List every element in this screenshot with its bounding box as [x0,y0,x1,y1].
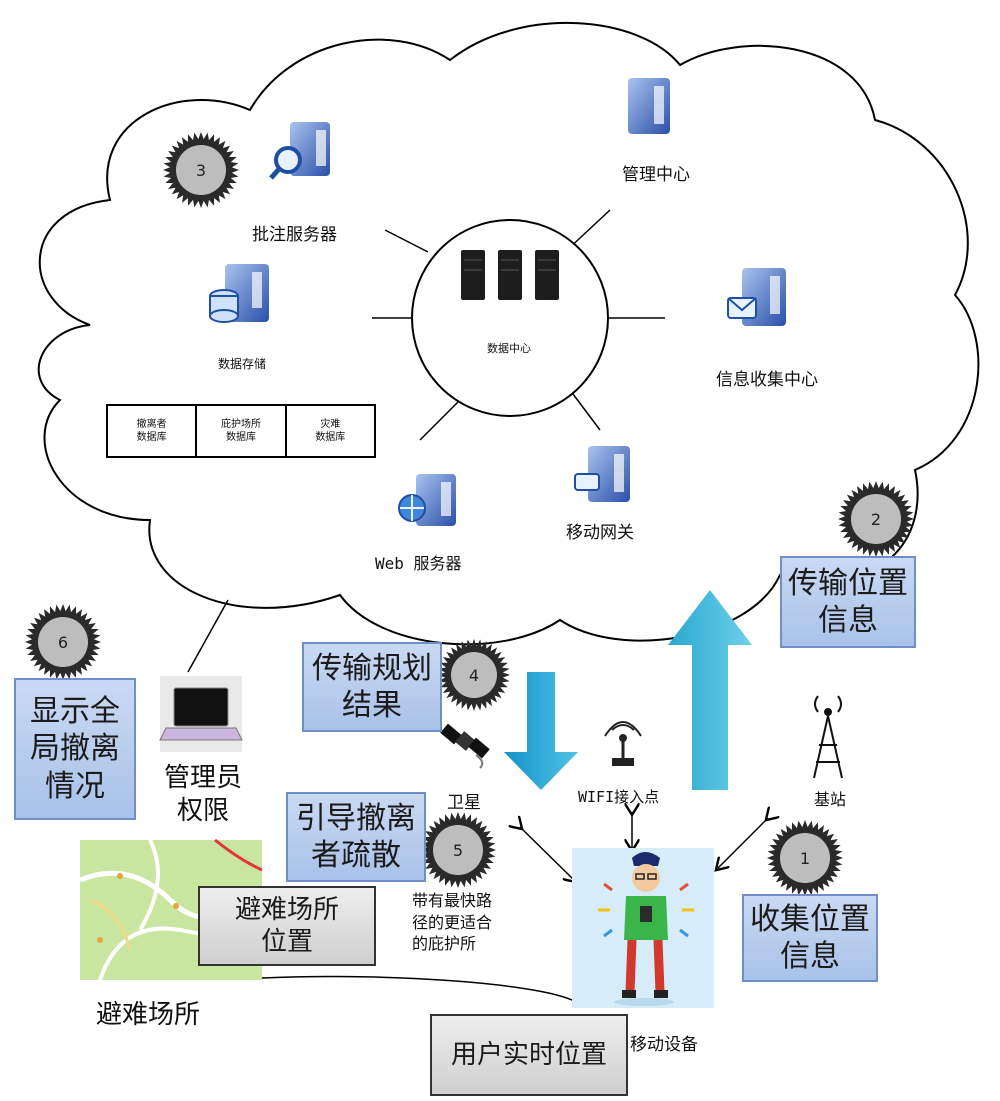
step-number-6: 6 [58,633,68,652]
guide-evacuation-box: 引导撤离 者疏散 [286,792,426,882]
step-badge-inner-2 [851,494,901,544]
info-collection-center-label: 信息收集中心 [716,370,818,390]
mobile-gateway-server-icon [574,446,630,502]
wifi-ap-icon [604,721,642,766]
annotation-server-label: 批注服务器 [252,225,337,245]
step-number-2: 2 [871,510,881,529]
cell-tower-icon [813,695,843,779]
disaster-database-cell: 灾难 数据库 [315,419,346,443]
server-rack-icon [461,250,559,300]
admin-permission-label: 管理员 权限 [164,763,243,826]
show-global-evacuation-box: 显示全 局撤离 情况 [14,678,136,820]
step-number-1: 1 [800,849,810,868]
wifi-ap-label: WIFI接入点 [578,788,660,806]
shelter-database-cell: 庇护场所 数据库 [197,406,287,456]
connector-lines [187,599,768,1006]
collect-location-box: 收集位置 信息 [742,894,878,982]
laptop-icon [159,676,243,752]
step-number-4: 4 [469,666,479,685]
mobile-device-label: 移动设备 [630,1035,698,1055]
step-badge-inner-3 [176,145,226,195]
step-badge-inner-5 [433,825,483,875]
best-route-shelter-label: 带有最快路 径的更适合 的庇护所 [412,891,493,954]
management-center-label: 管理中心 [622,165,690,185]
step-badge-inner-1 [780,833,830,883]
shelter-label: 避难场所 [96,1000,201,1030]
shelter-location-box: 避难场所 位置 [198,886,376,966]
mobile-gateway-label: 移动网关 [566,523,634,543]
satellite-label: 卫星 [447,793,481,813]
step-number-3: 3 [196,161,206,180]
transmit-plan-box: 传输规划 结果 [302,642,442,732]
mobile-user-illustration [572,848,714,1008]
transmit-location-box: 传输位置 信息 [780,556,916,648]
step-number-5: 5 [453,841,463,860]
annotation-server-icon [269,122,330,180]
data-storage-label: 数据存储 [218,357,267,371]
download-arrow [504,672,578,790]
database-table: 撤离者 数据库 庇护场所 数据库 灾难 数据库 [106,404,376,458]
step-badge-inner-4 [451,652,497,698]
mail-server-icon [727,268,786,326]
step-badges: 1 2 3 4 5 6 [25,132,914,896]
step-badge-inner-6 [38,617,88,667]
data-center-label: 数据中心 [487,342,531,355]
satellite-icon [440,723,490,769]
upload-arrow [668,590,752,790]
web-server-icon [398,474,456,526]
management-center-server-icon [628,78,670,134]
base-station-label: 基站 [814,790,847,809]
database-server-icon [209,264,269,323]
evacuee-database-cell: 撤离者 数据库 [108,406,198,456]
web-server-label: Web 服务器 [375,554,462,573]
user-realtime-location-box: 用户实时位置 [430,1014,628,1096]
